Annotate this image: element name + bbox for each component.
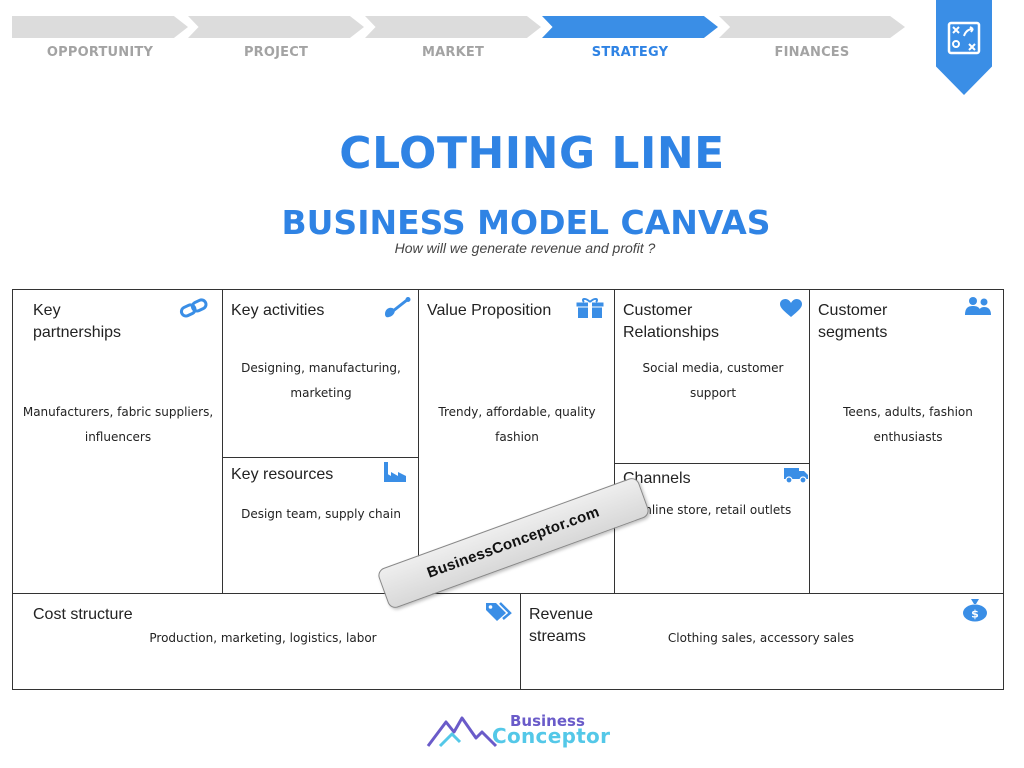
svg-text:$: $ <box>971 608 979 621</box>
step-navigation: OPPORTUNITY PROJECT MARKET STRATEGY FINA… <box>12 16 912 66</box>
users-icon <box>965 297 991 315</box>
cell-heading: Customer Relationships <box>623 302 720 341</box>
link-icon <box>179 298 208 318</box>
cell-heading: Revenue streams <box>529 606 594 645</box>
page-tagline: How will we generate revenue and profit … <box>394 240 656 256</box>
cell-key-activities: Key activities Designing, manufacturing,… <box>222 289 419 458</box>
cell-customer-segments: Customer segments Teens, adults, fashion… <box>809 289 1004 594</box>
cell-heading: Key resources <box>231 466 334 483</box>
business-model-canvas: Key partnerships Manufacturers, fabric s… <box>12 289 1004 690</box>
step-arrow <box>188 16 364 38</box>
page-title: CLOTHING LINE <box>339 128 725 179</box>
step-opportunity[interactable]: OPPORTUNITY <box>12 16 190 66</box>
step-arrow <box>542 16 718 38</box>
factory-icon <box>384 462 406 482</box>
cell-heading: Customer segments <box>818 302 888 341</box>
cell-content: Manufacturers, fabric suppliers, influen… <box>22 405 214 444</box>
step-arrow <box>365 16 541 38</box>
cell-revenue-streams: Revenue streams $ Clothing sales, access… <box>520 593 1004 690</box>
cell-content: Teens, adults, fashion enthusiasts <box>843 405 973 444</box>
tag-icon <box>486 602 512 621</box>
gift-icon <box>575 298 605 318</box>
cell-heading: Key activities <box>231 302 325 319</box>
logo-word-business: Business <box>510 712 585 730</box>
cell-content: Clothing sales, accessory sales <box>667 631 855 645</box>
step-strategy[interactable]: STRATEGY <box>542 16 720 66</box>
cell-content: Production, marketing, logistics, labor <box>149 631 377 645</box>
mountain-logo-icon <box>426 716 498 748</box>
step-market[interactable]: MARKET <box>365 16 543 66</box>
step-label: MARKET <box>421 45 485 60</box>
cell-heading: Key partnerships <box>33 302 122 341</box>
strategy-board-icon <box>947 21 981 55</box>
step-arrow <box>719 16 905 38</box>
step-label: FINANCES <box>774 45 850 60</box>
cell-heading: Value Proposition <box>427 302 552 319</box>
cell-content: Social media, customer support <box>642 361 784 400</box>
cell-cost-structure: Cost structure Production, marketing, lo… <box>12 593 521 690</box>
page-subtitle: BUSINESS MODEL CANVAS <box>281 203 771 242</box>
cell-content: Design team, supply chain <box>241 507 401 521</box>
cell-content: Designing, manufacturing, marketing <box>241 361 401 400</box>
step-label: OPPORTUNITY <box>46 45 154 60</box>
heart-icon <box>780 299 802 317</box>
cell-content: Trendy, affordable, quality fashion <box>438 405 596 444</box>
strategy-bookmark[interactable] <box>936 0 992 95</box>
cell-heading: Cost structure <box>33 606 133 623</box>
logo-word-conceptor: Conceptor <box>492 724 611 748</box>
shovel-icon <box>385 297 411 318</box>
cell-customer-relationships: Customer Relationships Social media, cus… <box>614 289 810 464</box>
cell-channels: Channels Online store, retail outlets <box>614 463 810 594</box>
step-project[interactable]: PROJECT <box>188 16 366 66</box>
money-bag-icon: $ <box>963 599 987 622</box>
step-label: PROJECT <box>243 45 309 60</box>
cell-content: Online store, retail outlets <box>634 503 792 517</box>
step-arrow <box>12 16 188 38</box>
step-label: STRATEGY <box>591 45 669 60</box>
step-finances[interactable]: FINANCES <box>719 16 907 66</box>
business-conceptor-logo[interactable]: Business Conceptor <box>426 710 610 750</box>
cell-heading: Channels <box>623 470 691 487</box>
truck-icon <box>784 468 808 484</box>
cell-key-partnerships: Key partnerships Manufacturers, fabric s… <box>12 289 223 594</box>
